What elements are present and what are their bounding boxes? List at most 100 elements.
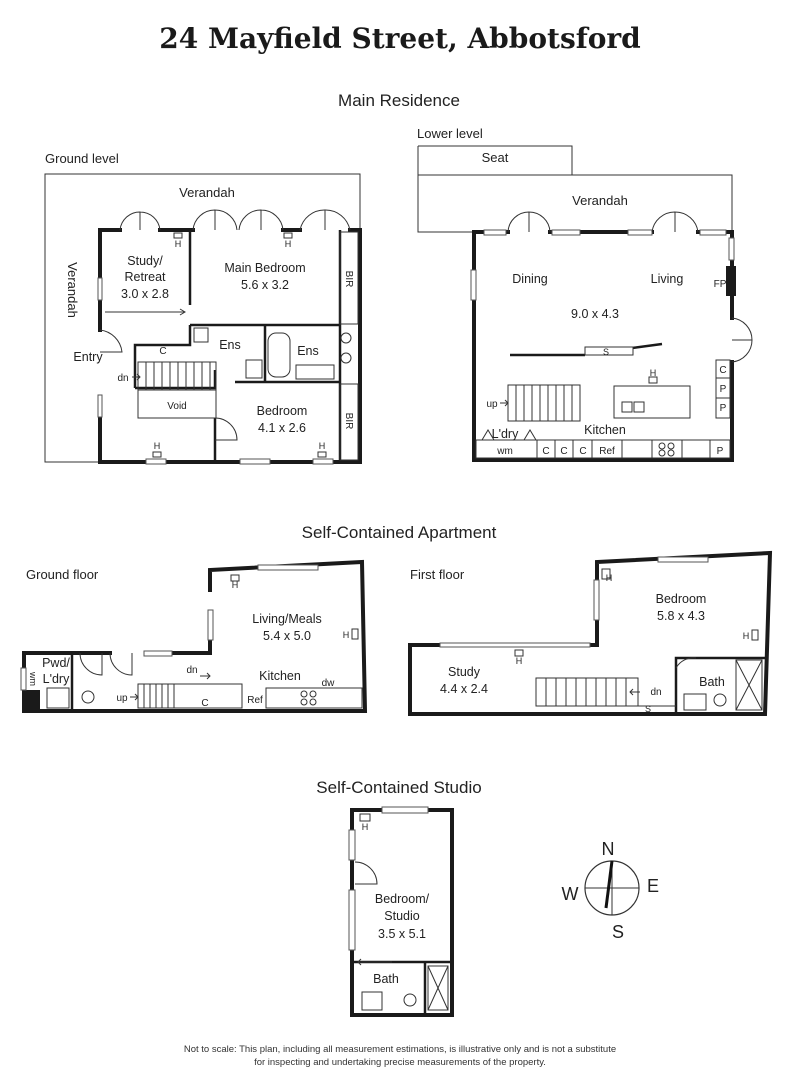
verandah-label: Verandah [179,185,235,200]
window [97,394,103,418]
bir-label: BIR [343,413,354,430]
stair-treads [545,678,627,706]
heater-label: H [319,441,326,451]
room-label: Ens [219,338,241,352]
door [354,861,378,885]
arrow [357,958,392,966]
property-title: 24 Mayfield Street, Abbotsford [159,22,641,55]
room-dimension: 5.8 x 4.3 [657,609,705,623]
room-dimension: 9.0 x 4.3 [571,307,619,321]
cooktop [300,698,308,706]
room-dimension: 4.4 x 2.4 [440,682,488,696]
sink [621,401,633,413]
room-label: Bedroom [257,404,308,418]
bench-row [475,439,731,459]
compass-north: N [602,839,615,859]
bir-label: BIR [343,271,354,288]
french-door [507,211,551,233]
main-lower-level-plan: Lower level [417,126,753,462]
french-door [731,317,753,363]
appliance-label: wm [28,671,38,686]
heater-label: H [516,656,523,666]
outer-walls [98,228,362,464]
room-dimension: 5.6 x 3.2 [241,278,289,292]
pantry-label: P [720,384,727,395]
room-label: Bath [373,972,399,986]
room-label: Retreat [125,270,167,284]
heater [283,232,293,239]
cooktop [658,449,666,457]
window [20,667,27,691]
cupboard-label: C [201,698,208,709]
stair-label: up [486,399,498,410]
window [97,277,103,301]
section-apartment: Self-Contained Apartment [302,523,497,542]
appliance-label: wm [496,446,513,457]
heater [601,568,611,580]
cupboard-label: C [560,446,567,457]
shower-cross [735,659,763,711]
cupboard-label: C [542,446,549,457]
heater-label: H [606,573,613,583]
window [551,229,581,236]
heater [648,376,658,384]
stair-label: dn [186,665,197,676]
void-area [137,389,217,419]
interior-wall [674,656,765,714]
french-door [651,211,699,233]
compass-east: E [647,876,659,896]
main-ground-level-plan: Ground level [44,151,362,465]
bir-closet [339,383,359,461]
room-label: Bath [699,675,725,689]
stair [535,677,639,707]
toilet [81,690,95,704]
door [675,657,697,669]
stair-label: dn [650,687,661,698]
section-main-residence: Main Residence [338,91,460,110]
vanity [245,359,263,379]
heater [230,574,240,582]
verandah-outline [572,174,733,232]
apartment-ground-floor-plan: Ground floor Pwd/ L'dry wm up [20,559,368,713]
compass: N E S W [562,839,660,942]
heater [751,629,759,641]
window [257,564,319,571]
cooktop [309,698,317,706]
fridge-label: Ref [247,695,263,706]
window [593,579,600,621]
door [109,652,133,676]
servery-label: S [603,347,609,357]
basin [46,687,70,709]
compass-south: S [612,922,624,942]
room-dimension: 4.1 x 2.6 [258,421,306,435]
room-label: Living [651,272,684,286]
cooktop [667,442,675,450]
window [239,458,271,465]
window [699,229,727,236]
cupboard-label: C [719,365,726,376]
door [214,417,238,441]
arrow [130,693,139,701]
cooktop [300,690,308,698]
pantry-label: P [720,403,727,414]
servery [584,346,634,356]
cooktop [309,690,317,698]
apartment-first-floor-plan: First floor Study 4.4 x 2.4 Bedroom 5.8 … [408,550,773,716]
disclaimer-line: Not to scale: This plan, including all m… [184,1044,616,1055]
room-label: L'dry [43,672,70,686]
heater-label: H [650,368,657,378]
room-label: Bedroom [656,592,707,606]
room-dimension: 3.0 x 2.8 [121,287,169,301]
cupboard-label: C [579,446,586,457]
room-label: Study [448,665,481,679]
shower-cross [427,965,449,1011]
room-label: L'dry [492,427,519,441]
window [627,229,653,236]
verandah-outline [417,175,474,233]
room-label: Main Bedroom [224,261,305,275]
double-vanity [295,364,335,380]
arrow [132,373,141,381]
heater [514,649,524,657]
shelf-label: S [645,704,651,714]
